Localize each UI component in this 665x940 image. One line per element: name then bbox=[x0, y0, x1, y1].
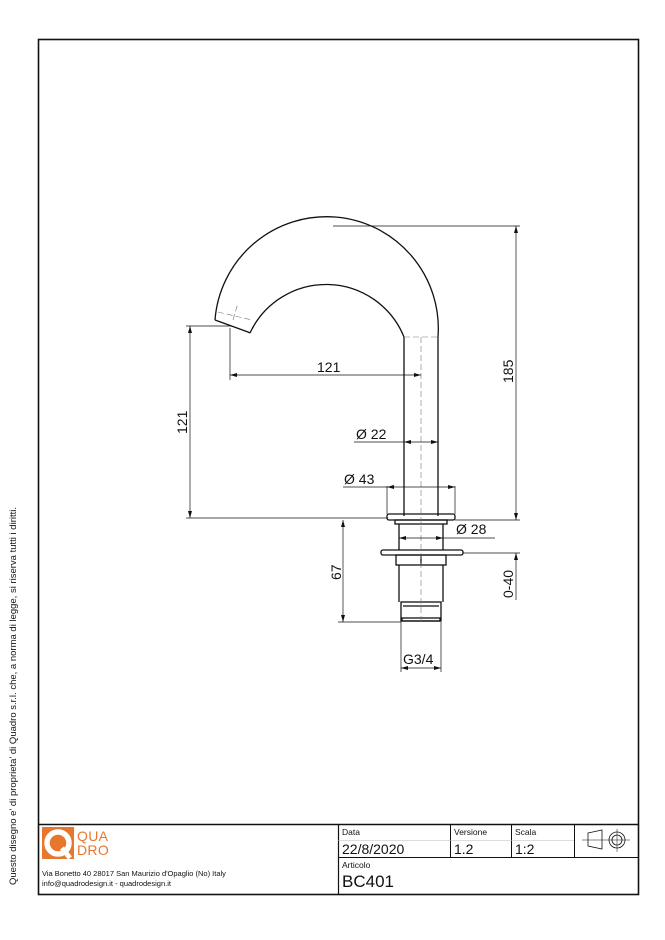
arrowheads bbox=[188, 226, 518, 670]
dim-thread: G3/4 bbox=[403, 651, 434, 667]
data-label: Data bbox=[342, 827, 360, 837]
data-value: 22/8/2020 bbox=[342, 841, 405, 857]
versione-value: 1.2 bbox=[454, 841, 474, 857]
copyright-note: Questo disegno e' di proprieta' di Quadr… bbox=[8, 506, 19, 885]
versione-label: Versione bbox=[454, 827, 488, 837]
projection-symbol-icon bbox=[582, 829, 630, 852]
faucet-outline bbox=[214, 216, 464, 622]
dim-total-height: 185 bbox=[500, 359, 516, 383]
company-address: Via Bonetto 40 28017 San Maurizio d'Opag… bbox=[42, 869, 226, 878]
dim-shank-length: 67 bbox=[328, 564, 344, 580]
scala-label: Scala bbox=[515, 827, 537, 837]
dim-spout-height: 121 bbox=[174, 410, 190, 434]
articolo-value: BC401 bbox=[342, 872, 394, 891]
dim-flange-diameter: Ø 43 bbox=[344, 471, 375, 487]
logo-text-line2: DRO bbox=[77, 842, 110, 858]
sheet-border bbox=[37, 38, 640, 896]
dim-body-diameter: Ø 28 bbox=[456, 521, 487, 537]
scala-value: 1:2 bbox=[515, 841, 535, 857]
logo-text-line1: QUA bbox=[77, 828, 109, 844]
articolo-label: Articolo bbox=[342, 860, 371, 870]
company-contact: info@quadrodesign.it - quadrodesign.it bbox=[42, 879, 171, 888]
dimension-lines bbox=[186, 225, 520, 672]
dim-deck-thickness: 0-40 bbox=[500, 569, 516, 598]
dim-tube-diameter: Ø 22 bbox=[356, 426, 387, 442]
dim-reach: 121 bbox=[317, 359, 341, 375]
